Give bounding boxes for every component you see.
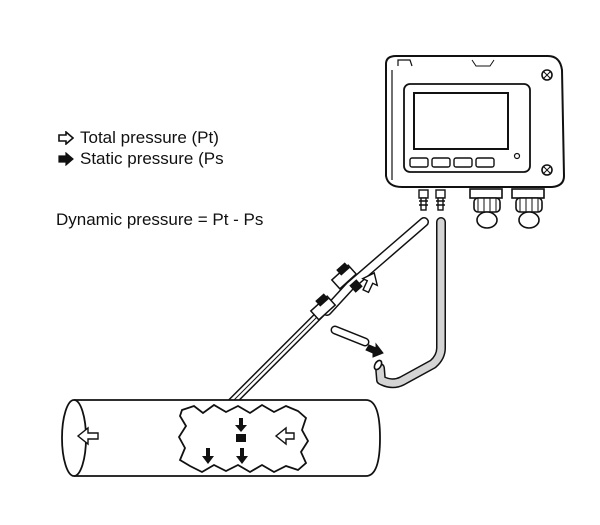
solid-arrow-down-icon: [235, 418, 247, 432]
solid-arrow-down-icon: [365, 342, 384, 358]
probe-fittings: [309, 262, 363, 321]
hollow-arrow-up-icon: [361, 271, 379, 294]
legend: Total pressure (Pt) Static pressure (Ps: [58, 127, 224, 169]
dynamic-pressure-formula: Dynamic pressure = Pt - Ps: [56, 210, 264, 229]
keypad-button: [475, 157, 495, 168]
keypad-button: [409, 157, 429, 168]
hollow-arrow-left-icon: [274, 426, 295, 446]
hollow-arrow-left-icon: [76, 426, 99, 446]
solid-arrow-down-icon: [236, 448, 248, 464]
tube-connector: [373, 359, 383, 371]
solid-arrow-down-icon: [202, 448, 214, 464]
solid-arrow-right-icon: [58, 151, 74, 166]
keypad-button: [453, 157, 473, 168]
legend-total-label: Total pressure (Pt): [80, 127, 219, 147]
air-duct: [61, 399, 381, 477]
hollow-arrow-right-icon: [58, 130, 74, 145]
grey-static-tube: [375, 217, 446, 389]
legend-static-row: Static pressure (Ps: [58, 148, 224, 169]
pressure-ports: [418, 189, 446, 211]
status-led: [513, 152, 521, 160]
legend-total-row: Total pressure (Pt): [58, 127, 224, 148]
legend-static-label: Static pressure (Ps: [80, 148, 224, 168]
cable-glands: [469, 188, 545, 229]
keypad-button: [431, 157, 451, 168]
display-screen: [413, 92, 509, 150]
transmitter-housing: [385, 55, 566, 188]
probe-tip: [236, 434, 246, 442]
